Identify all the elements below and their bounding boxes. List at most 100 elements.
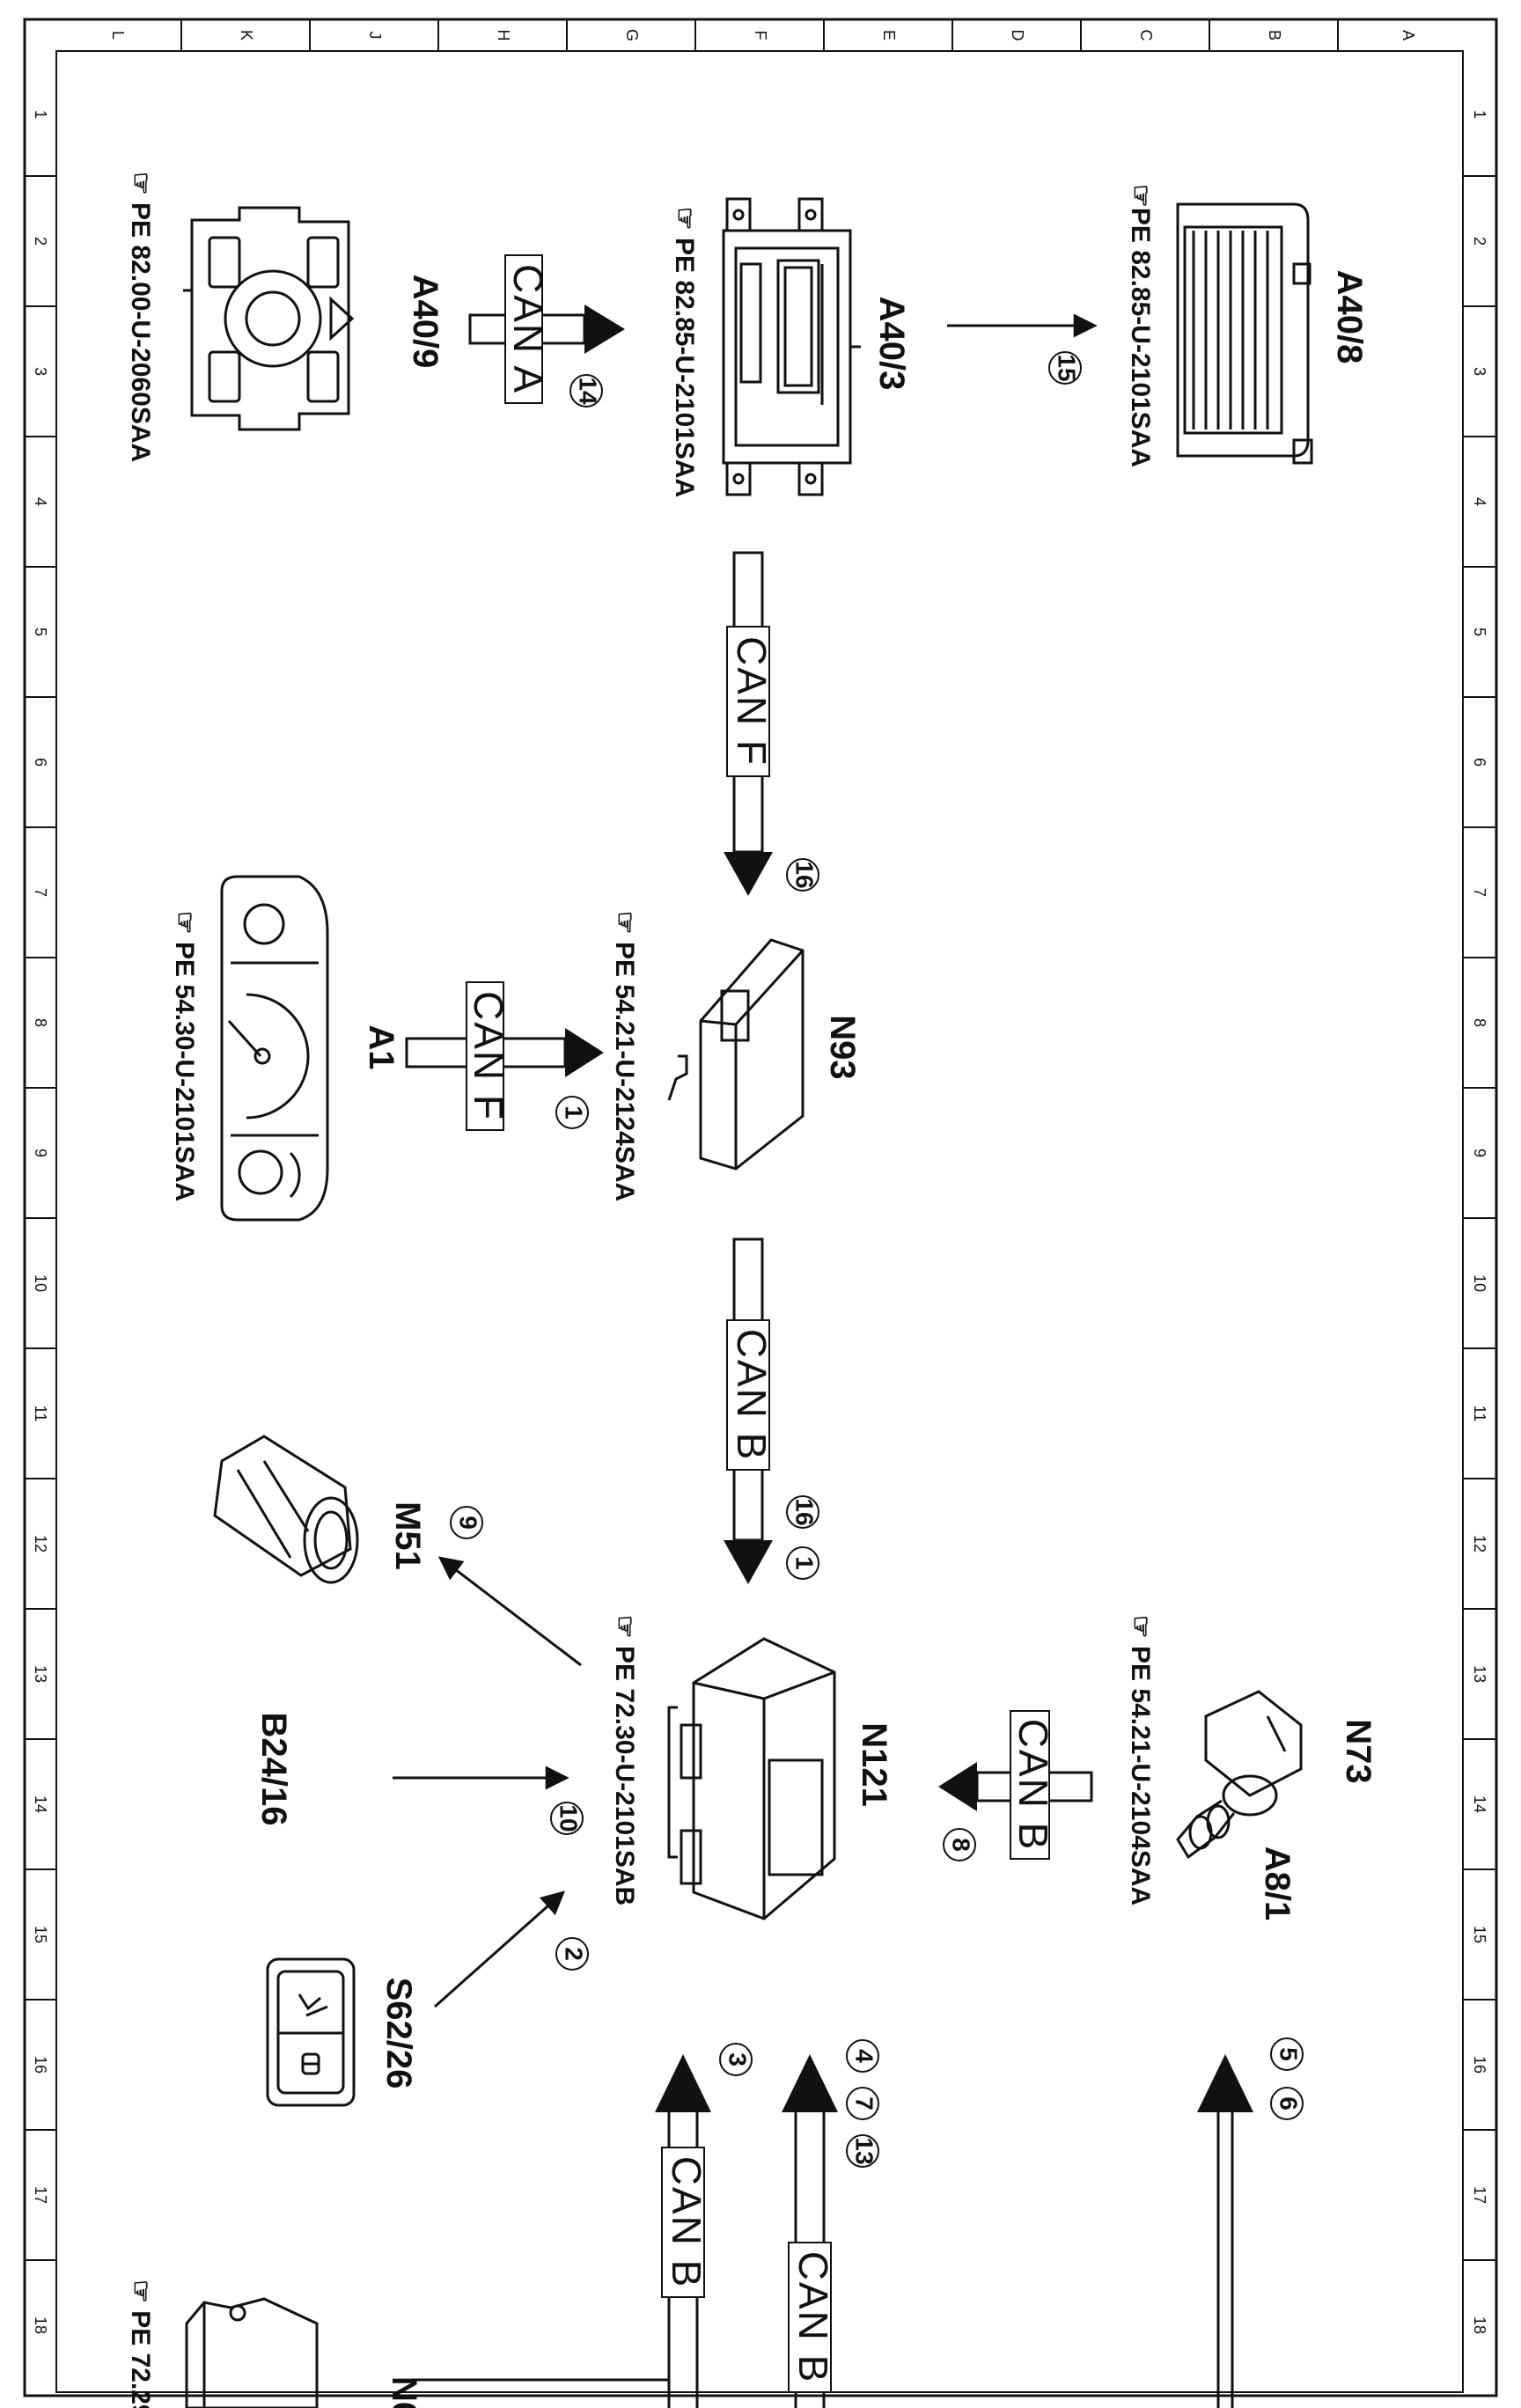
- row-label-18-right: 18: [1471, 2316, 1488, 2334]
- component-m51: M51 9: [213, 1435, 582, 1667]
- row-label-17: 17: [32, 2186, 49, 2204]
- marker-1-upper: 1: [561, 1105, 588, 1120]
- n69-ref: ☞ PE 72.29: [126, 2280, 155, 2408]
- s62-26-label: S62/26: [379, 1978, 418, 2089]
- a40-8-display-icon: [1176, 202, 1313, 465]
- row-label-5-right: 5: [1471, 628, 1488, 636]
- n121-label: N121: [855, 1722, 893, 1807]
- row-label-7-right: 7: [1471, 888, 1488, 897]
- row-label-9: 9: [32, 1149, 49, 1157]
- row-label-7: 7: [32, 888, 49, 897]
- a1-label: A1: [362, 1024, 400, 1069]
- can-a-label: CAN A: [505, 264, 551, 394]
- row-label-2: 2: [32, 237, 49, 246]
- n73-ignition-switch-icon: [1176, 1690, 1303, 1860]
- can-b-lower-middle-label: CAN B: [790, 2251, 836, 2384]
- row-label-11-right: 11: [1471, 1406, 1488, 1422]
- n73-label: N73: [1339, 1719, 1378, 1783]
- row-zone-labels: 1 1 2 2 3 3 4 4 5 5 6 6 7 7 8 8 9 9 10 1…: [32, 110, 1488, 2334]
- m51-label: M51: [388, 1501, 427, 1570]
- row-label-16: 16: [32, 2056, 49, 2074]
- a40-8-ref: ☞PE 82.85-U-2101SAA: [1126, 184, 1155, 467]
- a40-8-label: A40/8: [1330, 270, 1369, 364]
- a40-3-head-unit-icon: [722, 197, 861, 496]
- col-label-f: F: [752, 31, 769, 40]
- row-label-4: 4: [32, 497, 49, 506]
- row-label-1: 1: [32, 110, 49, 119]
- a40-3-label: A40/3: [872, 297, 911, 391]
- m51-motor-icon: [213, 1435, 359, 1584]
- row-label-17-right: 17: [1471, 2186, 1488, 2204]
- n73-ref: ☞ PE 54.21-U-2104SAA: [1126, 1615, 1155, 1905]
- marker-16-upper: 16: [791, 861, 819, 888]
- can-b-lower-middle-connection: CAN B 4 7 13: [782, 2039, 879, 2408]
- component-n93: N93 ☞ PE 54.21-U-2124SAA: [610, 911, 862, 1201]
- n93-label: N93: [823, 1015, 862, 1079]
- col-label-j: J: [366, 32, 384, 40]
- row-label-8: 8: [32, 1018, 49, 1027]
- col-label-k: K: [238, 30, 255, 40]
- a40-9-label: A40/9: [406, 275, 445, 369]
- a40-9-ref: ☞ PE 82.00-U-2060SAA: [126, 172, 155, 462]
- marker-7: 7: [851, 2096, 878, 2111]
- a1-ref: ☞ PE 54.30-U-2101SAA: [170, 911, 199, 1201]
- column-zone-labels: L K J H G F E D C B A: [109, 29, 1417, 41]
- col-label-h: H: [495, 30, 512, 41]
- can-f-horizontal-connection: CAN F 1: [405, 981, 604, 1131]
- row-label-9-right: 9: [1471, 1149, 1488, 1157]
- col-label-e: E: [880, 30, 898, 40]
- marker-8: 8: [948, 1838, 975, 1852]
- can-b-vertical-label: CAN B: [729, 1329, 775, 1462]
- can-f-horizontal-label: CAN F: [466, 991, 511, 1121]
- column-zone-ticks: [180, 19, 1339, 51]
- connection-n121-to-m51: [437, 1556, 582, 1667]
- row-label-10-right: 10: [1471, 1274, 1488, 1292]
- component-n69-partial: N69 ☞ PE 72.29: [126, 2280, 423, 2408]
- row-label-13: 13: [32, 1665, 49, 1683]
- marker-13: 13: [851, 2137, 878, 2164]
- row-label-11: 11: [32, 1406, 49, 1422]
- row-label-14-right: 14: [1471, 1795, 1488, 1813]
- marker-3: 3: [724, 2052, 752, 2067]
- col-label-l: L: [109, 31, 127, 40]
- component-a40-3: A40/3 ☞ PE 82.85-U-2101SAA: [670, 197, 911, 497]
- marker-10: 10: [555, 1804, 583, 1832]
- can-b-lower-left-label: CAN B: [664, 2156, 709, 2289]
- marker-5: 5: [1275, 2047, 1303, 2061]
- marker-16-lower: 16: [791, 1498, 819, 1525]
- a8-1-label: A8/1: [1258, 1846, 1297, 1921]
- a40-3-ref: ☞ PE 82.85-U-2101SAA: [670, 207, 699, 497]
- row-label-15-right: 15: [1471, 1926, 1488, 1943]
- row-label-15: 15: [32, 1926, 49, 1943]
- row-label-6: 6: [32, 758, 49, 767]
- row-label-13-right: 13: [1471, 1665, 1488, 1683]
- row-label-12: 12: [32, 1535, 49, 1553]
- can-a-connection: CAN A 14: [468, 254, 625, 407]
- can-b-lower-left-connection: CAN B 3: [412, 2043, 753, 2408]
- marker-9: 9: [455, 1516, 482, 1530]
- row-label-4-right: 4: [1471, 497, 1488, 506]
- row-label-6-right: 6: [1471, 758, 1488, 767]
- col-label-a: A: [1400, 30, 1417, 40]
- drawing-frame: [23, 18, 1498, 2397]
- row-label-14: 14: [32, 1795, 49, 1813]
- component-b24-16: B24/16 10: [254, 1713, 584, 1835]
- row-zone-ticks: [25, 175, 1496, 2261]
- can-b-horizontal-label: CAN B: [1010, 1719, 1056, 1852]
- marker-2: 2: [561, 1947, 588, 1961]
- n69-label: N69: [385, 2376, 423, 2408]
- col-label-d: D: [1009, 30, 1026, 41]
- b24-16-label: B24/16: [254, 1713, 293, 1826]
- col-label-g: G: [623, 29, 641, 41]
- connection-s62-26-to-n121: [434, 1890, 566, 2008]
- marker-6: 6: [1275, 2096, 1303, 2111]
- n121-module-icon: [667, 1637, 836, 1920]
- n69-module-icon: [185, 2297, 319, 2408]
- component-a40-8: A40/8 ☞PE 82.85-U-2101SAA: [1126, 184, 1369, 467]
- row-label-10: 10: [32, 1274, 49, 1292]
- marker-1-lower: 1: [791, 1556, 819, 1570]
- row-label-12-right: 12: [1471, 1535, 1488, 1553]
- component-n73-a8-1: N73 A8/1 ☞ PE 54.21-U-2104SAA: [1126, 1615, 1378, 1920]
- connection-a40-3-to-a40-8: 15: [947, 313, 1098, 385]
- can-f-vertical-label: CAN F: [729, 636, 775, 767]
